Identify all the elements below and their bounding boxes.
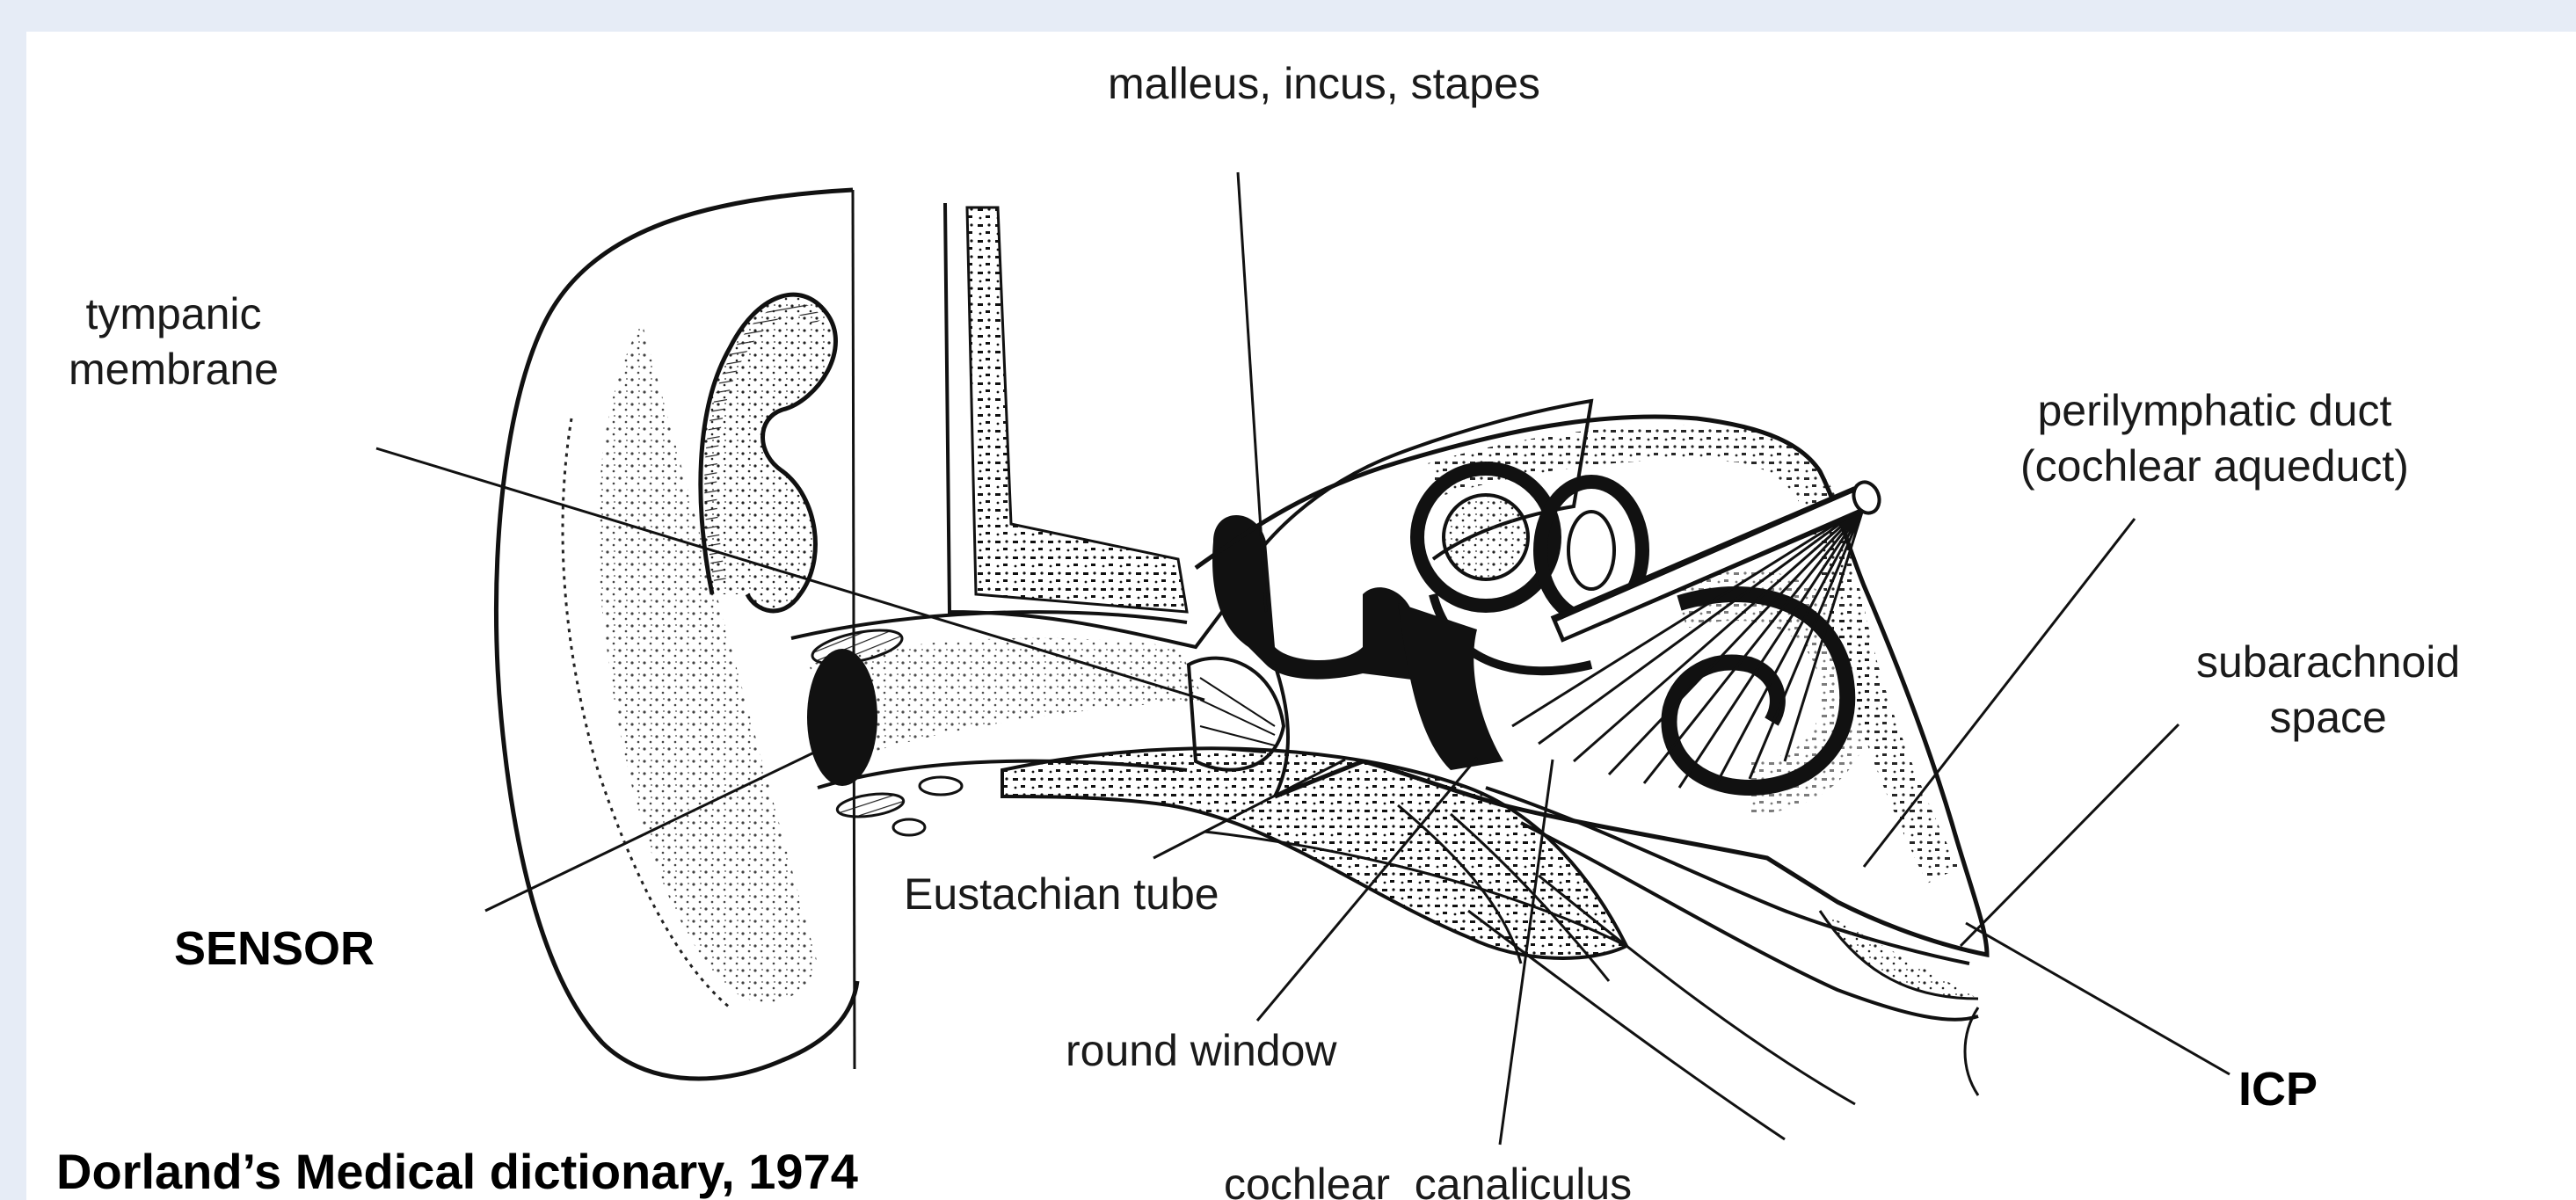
label-ossicles: malleus, incus, stapes bbox=[1108, 56, 1540, 112]
label-cochlear-canaliculus: cochlear canaliculus bbox=[1224, 1157, 1632, 1200]
label-tympanic-line-2: membrane bbox=[69, 342, 279, 397]
eustachian-tube-shape bbox=[1002, 748, 1626, 981]
label-perilymphatic-duct: perilymphatic duct (cochlear aqueduct) bbox=[2020, 383, 2409, 493]
label-subarachnoid-space: subarachnoid space bbox=[2196, 635, 2460, 745]
label-icp: ICP bbox=[2238, 1060, 2318, 1120]
leader-subarachnoid bbox=[1961, 724, 2179, 946]
sensor-shape bbox=[807, 649, 877, 786]
label-tympanic-line-1: tympanic bbox=[69, 287, 279, 342]
label-subarachnoid-line-1: subarachnoid bbox=[2196, 635, 2460, 690]
source-caption: Dorland’s Medical dictionary, 1974 bbox=[56, 1141, 858, 1200]
diagram-sheet: malleus, incus, stapes tympanic membrane… bbox=[26, 32, 2576, 1200]
label-subarachnoid-line-2: space bbox=[2196, 690, 2460, 745]
label-eustachian-tube: Eustachian tube bbox=[904, 867, 1219, 922]
leader-perilymphatic bbox=[1864, 519, 2135, 867]
label-round-window: round window bbox=[1066, 1023, 1337, 1079]
label-tympanic-membrane: tympanic membrane bbox=[69, 287, 279, 396]
leader-icp bbox=[1966, 923, 2230, 1074]
label-perilymphatic-line-1: perilymphatic duct bbox=[2020, 383, 2409, 439]
label-sensor: SENSOR bbox=[174, 920, 375, 979]
label-perilymphatic-line-2: (cochlear aqueduct) bbox=[2020, 439, 2409, 494]
